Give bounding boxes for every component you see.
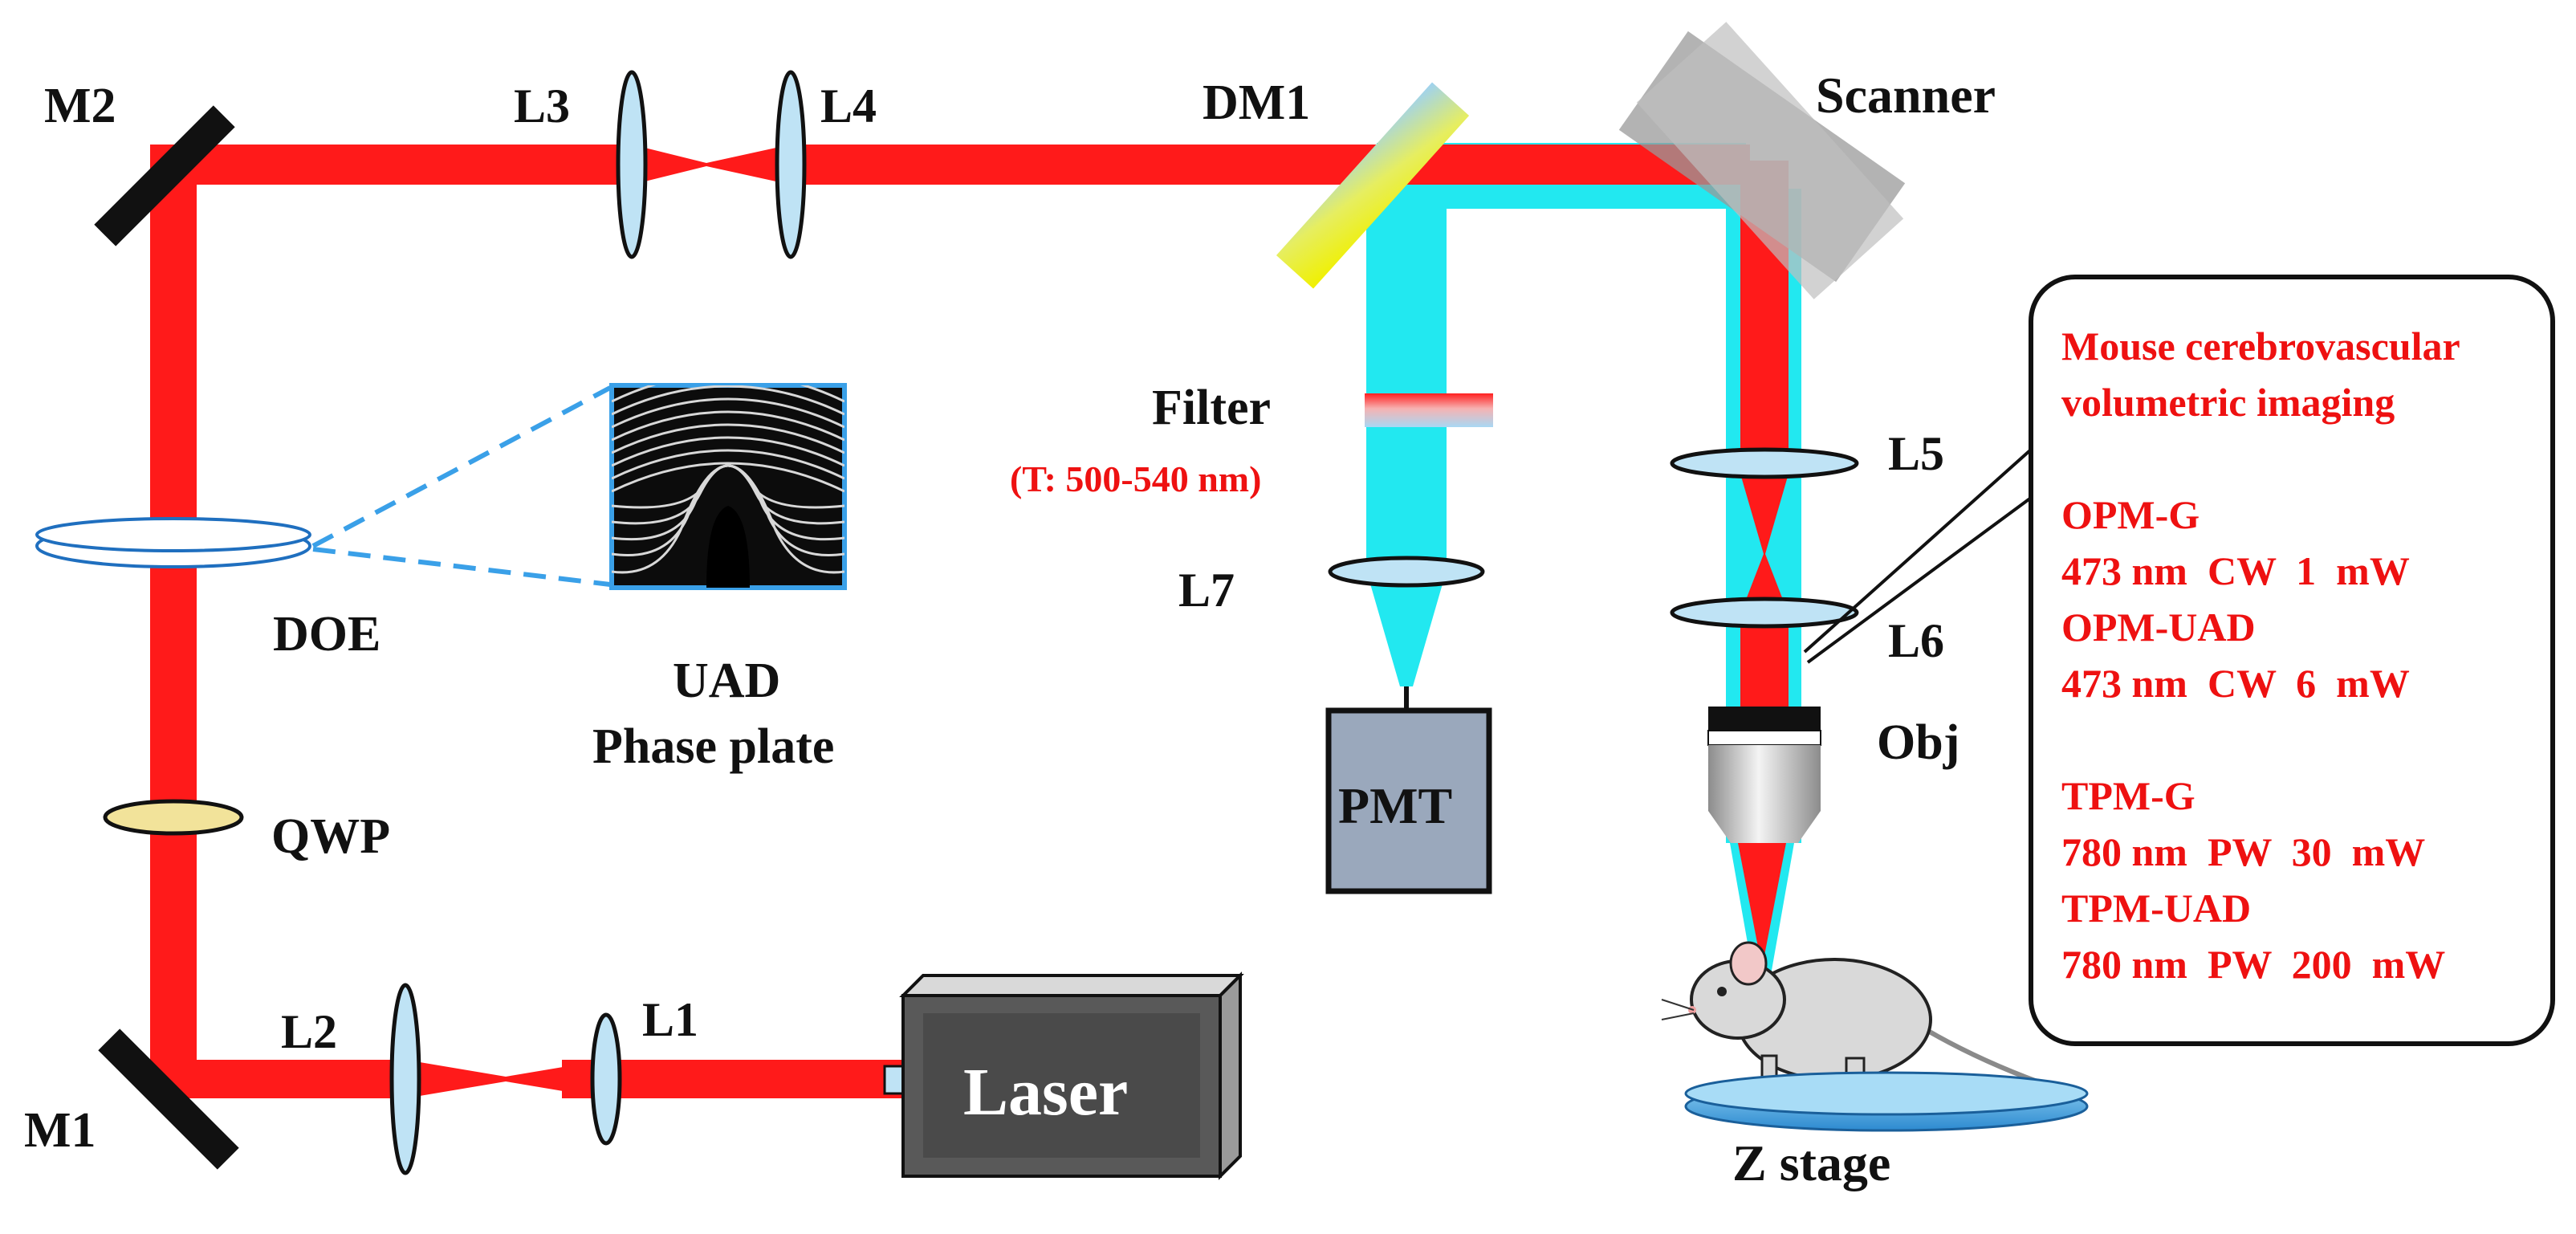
label-l3: L3 (514, 79, 570, 132)
filter-icon (1365, 393, 1493, 427)
beam-l1-focus (506, 1060, 606, 1098)
mirror-m1-icon (98, 1028, 239, 1170)
qwp-icon (103, 799, 244, 836)
note-tpm-uad-spec: 780 nm PW 200 mW (2061, 942, 2445, 987)
z-stage-icon (1684, 1071, 2089, 1132)
lens-l3-icon (616, 70, 648, 259)
note-title-line2: volumetric imaging (2061, 380, 2395, 425)
label-pmt: PMT (1338, 777, 1452, 834)
zoom-line-bottom (312, 547, 611, 587)
label-scanner: Scanner (1816, 67, 1996, 124)
label-uad: UAD (673, 654, 780, 708)
label-laser: Laser (963, 1055, 1128, 1130)
note-opm-g-spec: 473 nm CW 1 mW (2061, 548, 2410, 593)
fluorescence-to-pmt (1366, 189, 1447, 570)
note-tpm-uad: TPM-UAD (2061, 886, 2251, 931)
laser-beam-path (150, 145, 1789, 1098)
label-phase-plate: Phase plate (592, 719, 834, 774)
pmt-icon (1325, 707, 1492, 894)
callout-line-top (1803, 448, 2033, 654)
beam-m2-l3 (150, 145, 632, 185)
beam-l5-focus (1740, 474, 1789, 554)
lens-l5-icon (1670, 447, 1859, 479)
uad-phase-plate-pattern-icon (609, 383, 847, 590)
fluorescence-cone-pmt (1366, 570, 1447, 686)
beam-l2-m1 (157, 1060, 407, 1098)
label-l2: L2 (281, 1005, 337, 1058)
beam-l4-scanner (791, 145, 1750, 185)
laser-source-icon (883, 971, 1244, 1180)
label-z-stage: Z stage (1732, 1134, 1890, 1191)
label-obj: Obj (1877, 715, 1959, 770)
label-doe: DOE (273, 607, 380, 662)
beam-vertical-left (150, 145, 197, 1098)
objective-icon (1707, 707, 1821, 843)
note-opm-uad: OPM-UAD (2061, 605, 2256, 650)
beam-l3-focus (632, 145, 706, 185)
zoom-line-top (311, 385, 612, 548)
lens-l6-icon (1670, 597, 1859, 629)
lens-l7-icon (1328, 556, 1485, 588)
lens-l2-icon (389, 983, 421, 1175)
beam-focus-l2 (405, 1060, 506, 1098)
note-tpm-g-spec: 780 nm PW 30 mW (2061, 829, 2425, 874)
lens-l4-icon (775, 70, 807, 259)
doe-plate-top (35, 517, 311, 552)
beam-l6-obj (1740, 614, 1789, 711)
label-l5: L5 (1888, 427, 1944, 480)
label-m2: M2 (44, 79, 116, 133)
label-filter-spec: (T: 500-540 nm) (1010, 458, 1261, 499)
lens-l1-icon (590, 1012, 622, 1146)
note-opm-uad-spec: 473 nm CW 6 mW (2061, 661, 2410, 706)
label-l7: L7 (1178, 564, 1235, 617)
label-filter: Filter (1152, 381, 1271, 435)
imaging-parameters-panel (2029, 275, 2555, 1046)
note-opm-g: OPM-G (2061, 492, 2200, 537)
note-tpm-g: TPM-G (2061, 773, 2196, 818)
note-title-line1: Mouse cerebrovascular (2061, 324, 2460, 369)
beam-focus-l4 (706, 145, 791, 185)
dichroic-mirror-icon (1276, 82, 1470, 289)
label-l1: L1 (642, 993, 698, 1046)
label-l6: L6 (1888, 614, 1944, 667)
mirror-m2-icon (94, 105, 235, 246)
label-dm1: DM1 (1203, 75, 1310, 130)
callout-line-bottom (1806, 496, 2033, 664)
label-l4: L4 (820, 79, 877, 132)
label-m1: M1 (24, 1103, 96, 1158)
galvo-scanner-icon (1618, 22, 1906, 299)
pmt-connector (1404, 686, 1409, 709)
label-qwp: QWP (271, 809, 390, 864)
beam-obj-focus (1738, 843, 1786, 955)
